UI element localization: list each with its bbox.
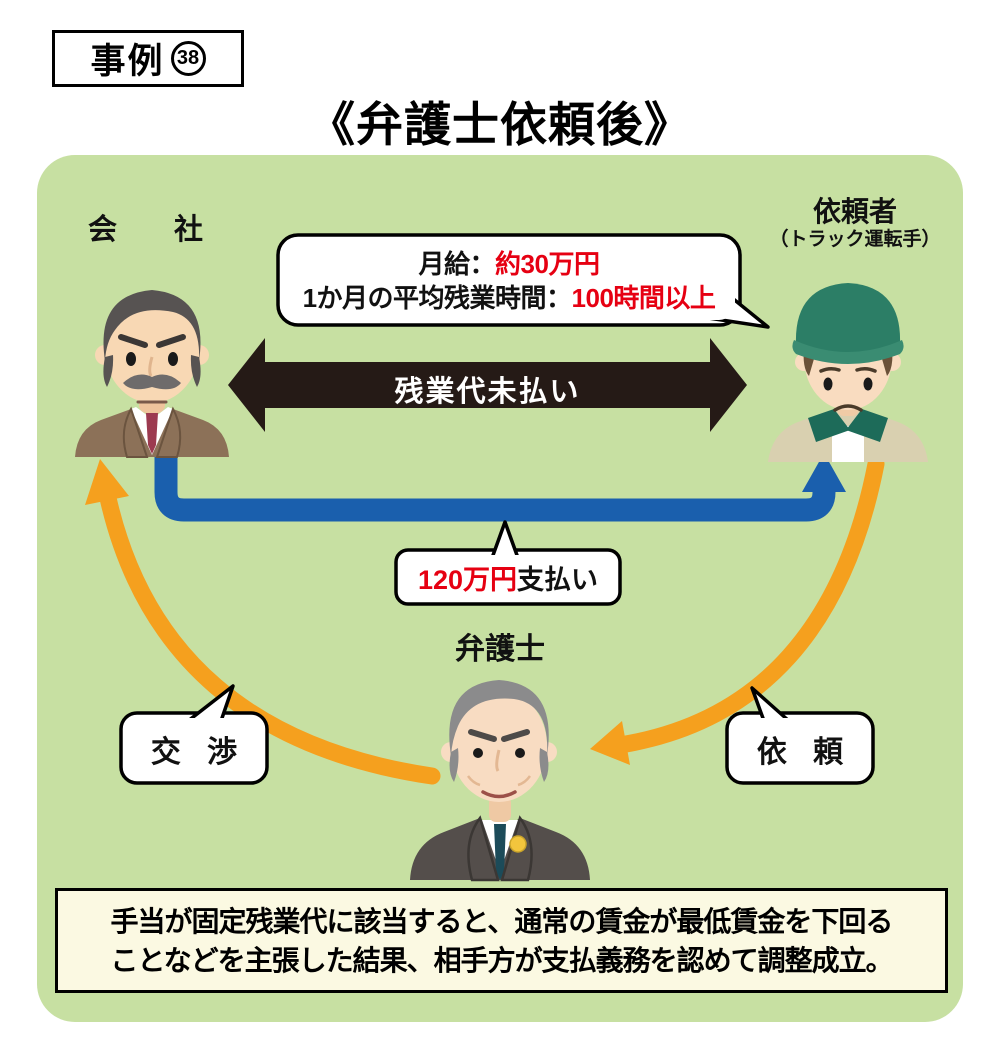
case-label: 事例 <box>90 42 165 81</box>
request-bubble-label: 依 頼 <box>756 736 853 769</box>
client-sublabel: （トラック運転手） <box>769 229 941 250</box>
client-label: 依頼者 <box>812 196 897 227</box>
company-label: 会 社 <box>88 214 218 246</box>
info-line-salary: 月給：約30万円 <box>418 249 600 279</box>
info-line-overtime: 1か月の平均残業時間：100時間以上 <box>302 283 716 313</box>
case-number-circled: 38 <box>170 41 206 76</box>
dispute-arrow-label: 残業代未払い <box>394 376 581 408</box>
info-bubble-text: 月給：約30万円 1か月の平均残業時間：100時間以上 <box>280 240 738 322</box>
negotiation-bubble-label: 交 渉 <box>150 736 247 769</box>
summary-line-1: 手当が固定残業代に該当すると、通常の賃金が最低賃金を下回る <box>110 905 894 937</box>
page-title: 《弁護士依頼後》 <box>308 98 692 151</box>
payment-bubble-text: 120万円支払い <box>417 565 599 595</box>
case-number-box: 事例 38 <box>52 30 244 87</box>
lawyer-label: 弁護士 <box>455 633 545 666</box>
summary-box: 手当が固定残業代に該当すると、通常の賃金が最低賃金を下回る ことなどを主張した結… <box>55 888 948 993</box>
summary-line-2: ことなどを主張した結果、相手方が支払義務を認めて調整成立。 <box>110 944 893 976</box>
